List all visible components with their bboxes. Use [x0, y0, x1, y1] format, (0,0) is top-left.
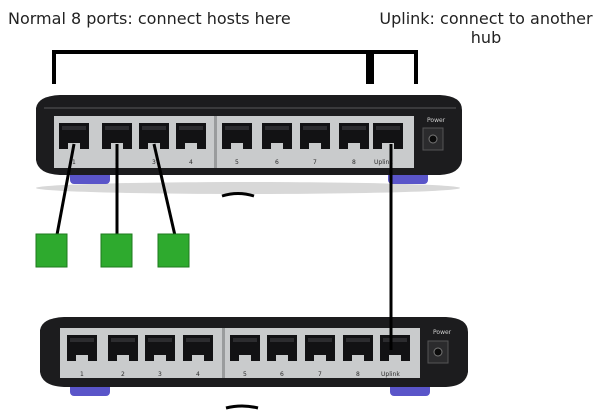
bottom-hub-port-1[interactable]: [67, 335, 97, 361]
port-number-label: 7: [318, 371, 322, 378]
host-2: [100, 233, 133, 268]
bottom-hub-port-8[interactable]: [343, 335, 373, 361]
normal-ports-caption: Normal 8 ports: connect hosts here: [8, 9, 291, 28]
bottom-port-labels: 1 2 3 4 5 6 7 8 Uplink: [80, 371, 400, 378]
host-1: [35, 233, 68, 268]
port-number-label: 3: [152, 159, 156, 166]
port-number-label: 6: [280, 371, 284, 378]
uplink-label: Uplink: [381, 371, 400, 378]
port-number-label: 4: [196, 371, 200, 378]
uplink-caption-line1: Uplink: connect to another: [379, 9, 593, 28]
top-hub-port-7[interactable]: [300, 123, 330, 149]
host-3: [157, 233, 190, 268]
bottom-power-label: Power: [433, 329, 452, 336]
port-number-label: 4: [189, 159, 193, 166]
bottom-hub-port-2[interactable]: [108, 335, 138, 361]
port-number-label: 1: [80, 371, 84, 378]
cable-port1-host1: [54, 143, 76, 241]
bottom-hub-uplink-port[interactable]: [380, 335, 410, 361]
bottom-hub-port-4[interactable]: [183, 335, 213, 361]
bottom-hub-port-6[interactable]: [267, 335, 297, 361]
bottom-hub-port-5[interactable]: [230, 335, 260, 361]
port-number-label: 2: [121, 371, 125, 378]
top-hub-uplink-port[interactable]: [373, 123, 403, 149]
port-number-label: 7: [313, 159, 317, 166]
cable-port3-host3: [152, 143, 178, 241]
port-number-label: 8: [356, 371, 360, 378]
uplink-label: Uplink: [374, 159, 393, 166]
port-number-label: 1: [72, 159, 76, 166]
uplink-bracket: [370, 50, 418, 84]
uplink-caption: Uplink: connect to another hub: [366, 9, 606, 47]
port-number-label: 3: [158, 371, 162, 378]
bottom-hub-port-7[interactable]: [305, 335, 335, 361]
top-hub-port-4[interactable]: [176, 123, 206, 149]
top-hub-port-5[interactable]: [222, 123, 252, 149]
bottom-hub: 1 2 3 4 5 6 7 8 Uplink Power: [40, 317, 468, 410]
top-hub-port-6[interactable]: [262, 123, 292, 149]
port-number-label: 8: [352, 159, 356, 166]
normal-ports-bracket: [52, 50, 370, 84]
uplink-caption-line2: hub: [470, 28, 502, 47]
port-number-label: 5: [243, 371, 247, 378]
bottom-hub-port-3[interactable]: [145, 335, 175, 361]
port-number-label: 5: [235, 159, 239, 166]
top-power-label: Power: [427, 117, 446, 124]
port-number-label: 6: [275, 159, 279, 166]
top-hub-port-8[interactable]: [339, 123, 369, 149]
